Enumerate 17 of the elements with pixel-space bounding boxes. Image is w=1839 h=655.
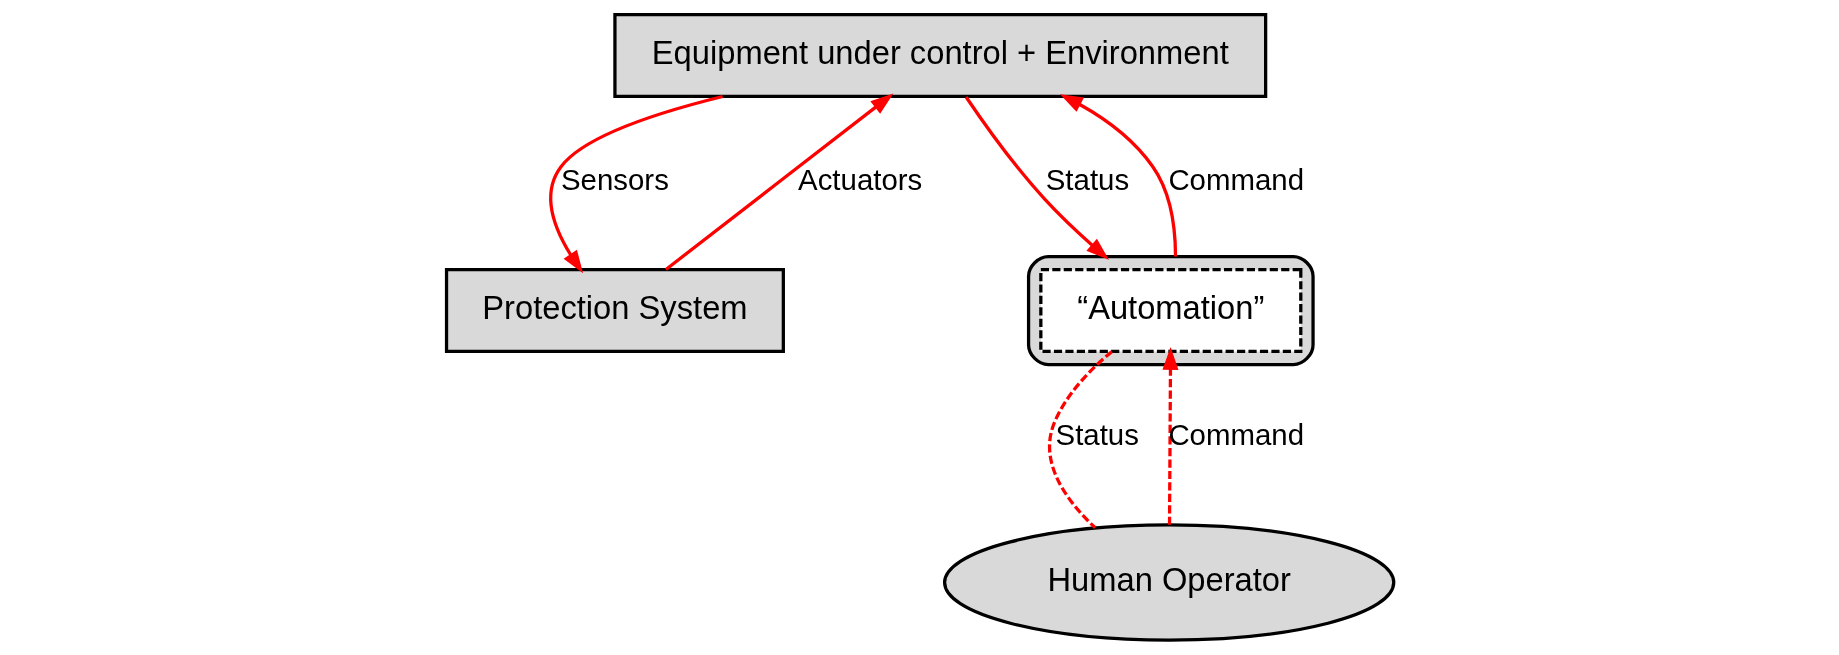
edge-label: Sensors [560, 163, 669, 197]
arrow [1161, 346, 1178, 525]
edge-label: Status [1045, 163, 1129, 197]
edge-label: Status [1055, 418, 1139, 452]
edge-label: Actuators [797, 163, 922, 197]
cluster [1026, 255, 1315, 367]
edge-label: Command [1167, 163, 1304, 197]
node-box: “Automation” [1038, 268, 1302, 354]
node-box: Equipment under control + Environment [612, 13, 1267, 99]
arrow [1059, 94, 1177, 257]
arrow [664, 93, 893, 271]
connector [1047, 350, 1113, 529]
arrow [548, 94, 723, 274]
node-ellipse: Human Operator [942, 523, 1395, 642]
arrow [964, 96, 1109, 260]
edge-label: Command [1167, 418, 1304, 452]
node-box: Protection System [444, 268, 785, 354]
